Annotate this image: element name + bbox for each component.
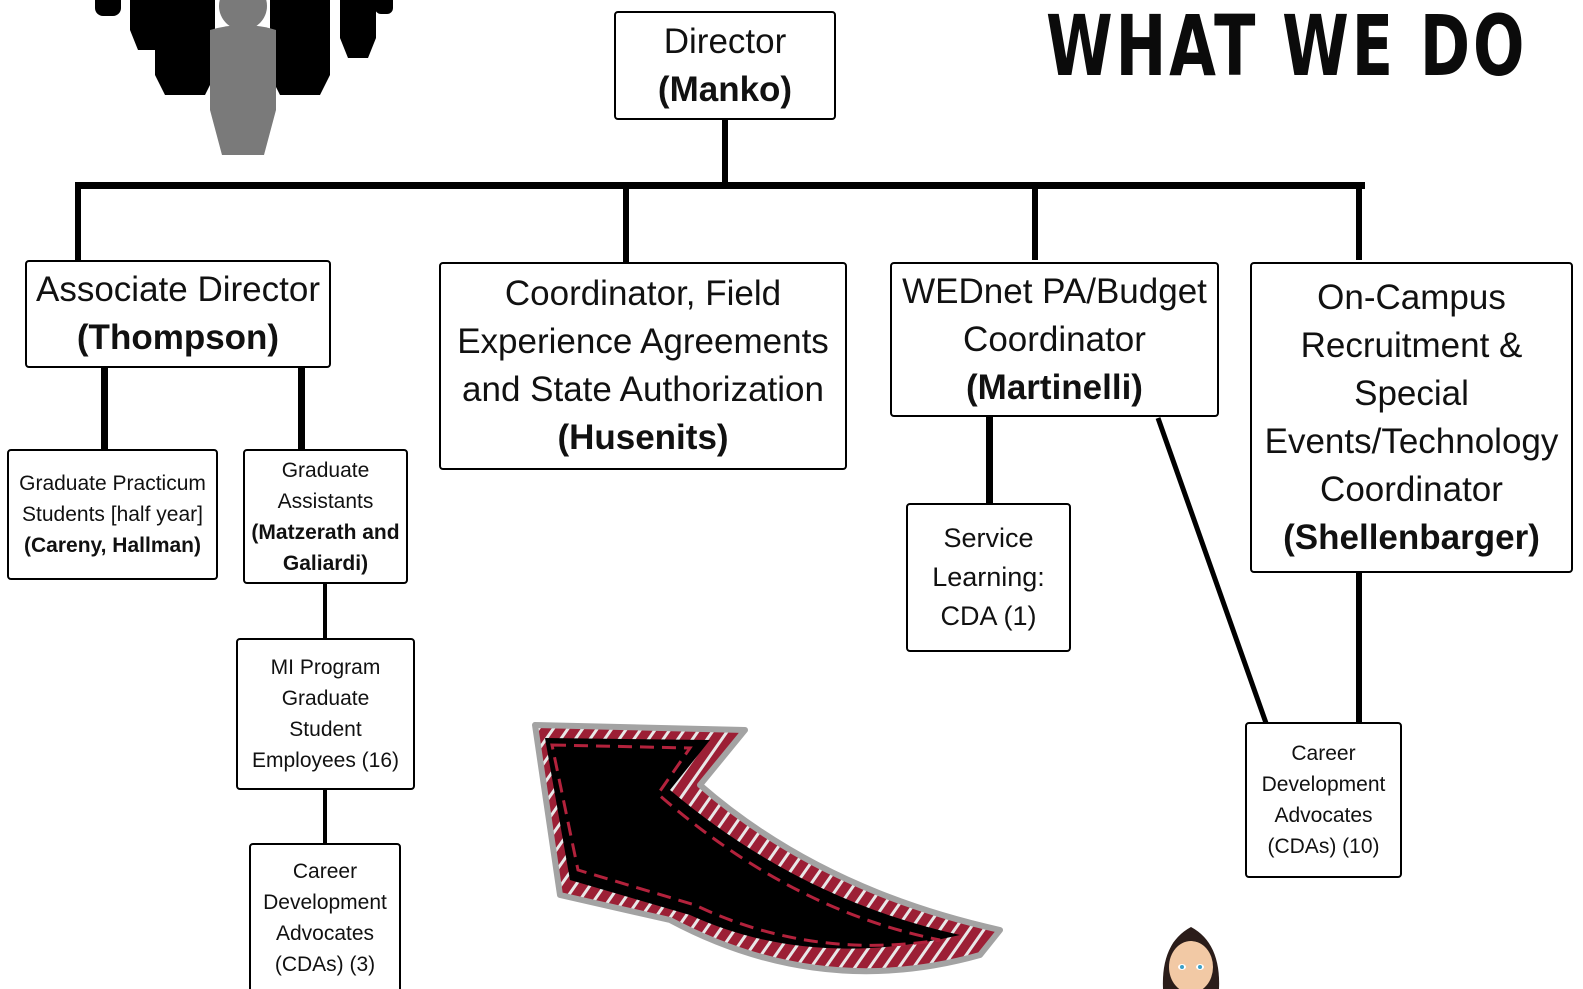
wednet-coordinator-name: (Martinelli)	[966, 367, 1143, 407]
practicum-students-box: Graduate Practicum Students [half year] …	[7, 449, 218, 580]
associate-director-box: Associate Director (Thompson)	[25, 260, 331, 368]
connector-line	[722, 118, 728, 188]
graduate-assistants-role: Graduate Assistants	[277, 458, 374, 513]
director-role: Director	[663, 21, 787, 61]
connector-line	[1356, 182, 1362, 260]
wednet-coordinator-box: WEDnet PA/Budget Coordinator (Martinelli…	[890, 262, 1219, 417]
service-learning-role: Service Learning: CDA (1)	[932, 523, 1045, 631]
oncampus-coordinator-role: On-Campus Recruitment & Special Events/T…	[1264, 277, 1559, 509]
director-name: (Manko)	[657, 69, 793, 109]
associate-director-name: (Thompson)	[76, 318, 280, 357]
wednet-coordinator-role: WEDnet PA/Budget Coordinator	[902, 271, 1207, 359]
cda-left-box: Career Development Advocates (CDAs) (3)	[249, 843, 401, 989]
field-coordinator-role: Coordinator, Field Experience Agreements…	[457, 274, 829, 409]
connector-line	[75, 182, 1365, 189]
connector-line	[1032, 182, 1038, 260]
mi-program-box: MI Program Graduate Student Employees (1…	[236, 638, 415, 790]
practicum-students-name: (Careny, Hallman)	[24, 534, 201, 557]
page-title: WHAT WE DO	[1046, 0, 1528, 95]
connector-line	[101, 365, 108, 451]
mi-program-role: MI Program Graduate Student Employees (1…	[251, 656, 400, 772]
oncampus-coordinator-box: On-Campus Recruitment & Special Events/T…	[1250, 262, 1573, 573]
connector-line	[323, 790, 327, 846]
cda-right-role: Career Development Advocates (CDAs) (10)	[1261, 742, 1386, 858]
cda-left-role: Career Development Advocates (CDAs) (3)	[263, 860, 387, 976]
director-box: Director (Manko)	[614, 11, 836, 120]
field-coordinator-box: Coordinator, Field Experience Agreements…	[439, 262, 847, 470]
field-coordinator-name: (Husenits)	[557, 418, 729, 457]
connector-line	[298, 365, 305, 451]
connector-line	[323, 584, 327, 640]
service-learning-box: Service Learning: CDA (1)	[906, 503, 1071, 652]
curved-arrow-icon	[532, 722, 1003, 975]
woman-avatar-icon	[1162, 927, 1220, 989]
people-group-icon	[95, 0, 393, 155]
cda-right-box: Career Development Advocates (CDAs) (10)	[1245, 722, 1402, 878]
oncampus-coordinator-name: (Shellenbarger)	[1283, 517, 1540, 557]
connector-line	[986, 416, 993, 508]
associate-director-role: Associate Director	[36, 270, 320, 309]
practicum-students-role: Graduate Practicum Students [half year]	[19, 472, 206, 526]
connector-line	[75, 182, 81, 262]
graduate-assistants-box: Graduate Assistants (Matzerath and Galia…	[243, 449, 408, 584]
connector-line	[623, 182, 629, 262]
connector-line	[1356, 572, 1362, 724]
graduate-assistants-name: (Matzerath and Galiardi)	[251, 520, 400, 575]
